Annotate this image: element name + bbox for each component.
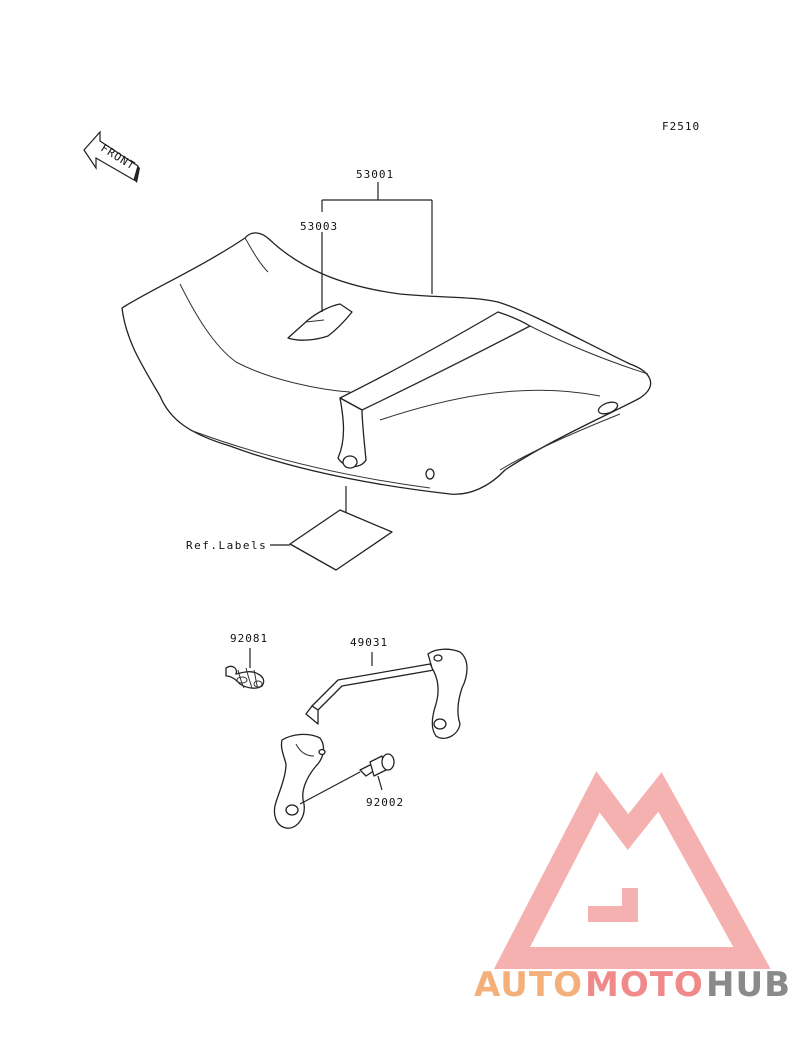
label-ref-labels: Ref.Labels (186, 539, 267, 552)
label-49031: 49031 (350, 636, 388, 649)
leader-lines-seat (321, 182, 433, 312)
label-92002: 92002 (366, 796, 404, 809)
label-53003: 53003 (300, 220, 338, 233)
figure-code: F2510 (662, 120, 700, 133)
ref-label-sticker (270, 486, 393, 571)
spring-drawing (225, 648, 265, 689)
bracket-drawing (273, 648, 468, 829)
label-53001: 53001 (356, 168, 394, 181)
bolt-drawing (299, 753, 395, 805)
watermark-auto: AUTO (474, 965, 583, 1005)
label-92081: 92081 (230, 632, 268, 645)
watermark-moto: MOTO (585, 965, 704, 1005)
watermark-hub: HUB (706, 965, 791, 1005)
front-arrow-icon: FRONT (83, 130, 140, 183)
automotohub-logo (493, 771, 771, 969)
seat-drawing (121, 232, 652, 495)
